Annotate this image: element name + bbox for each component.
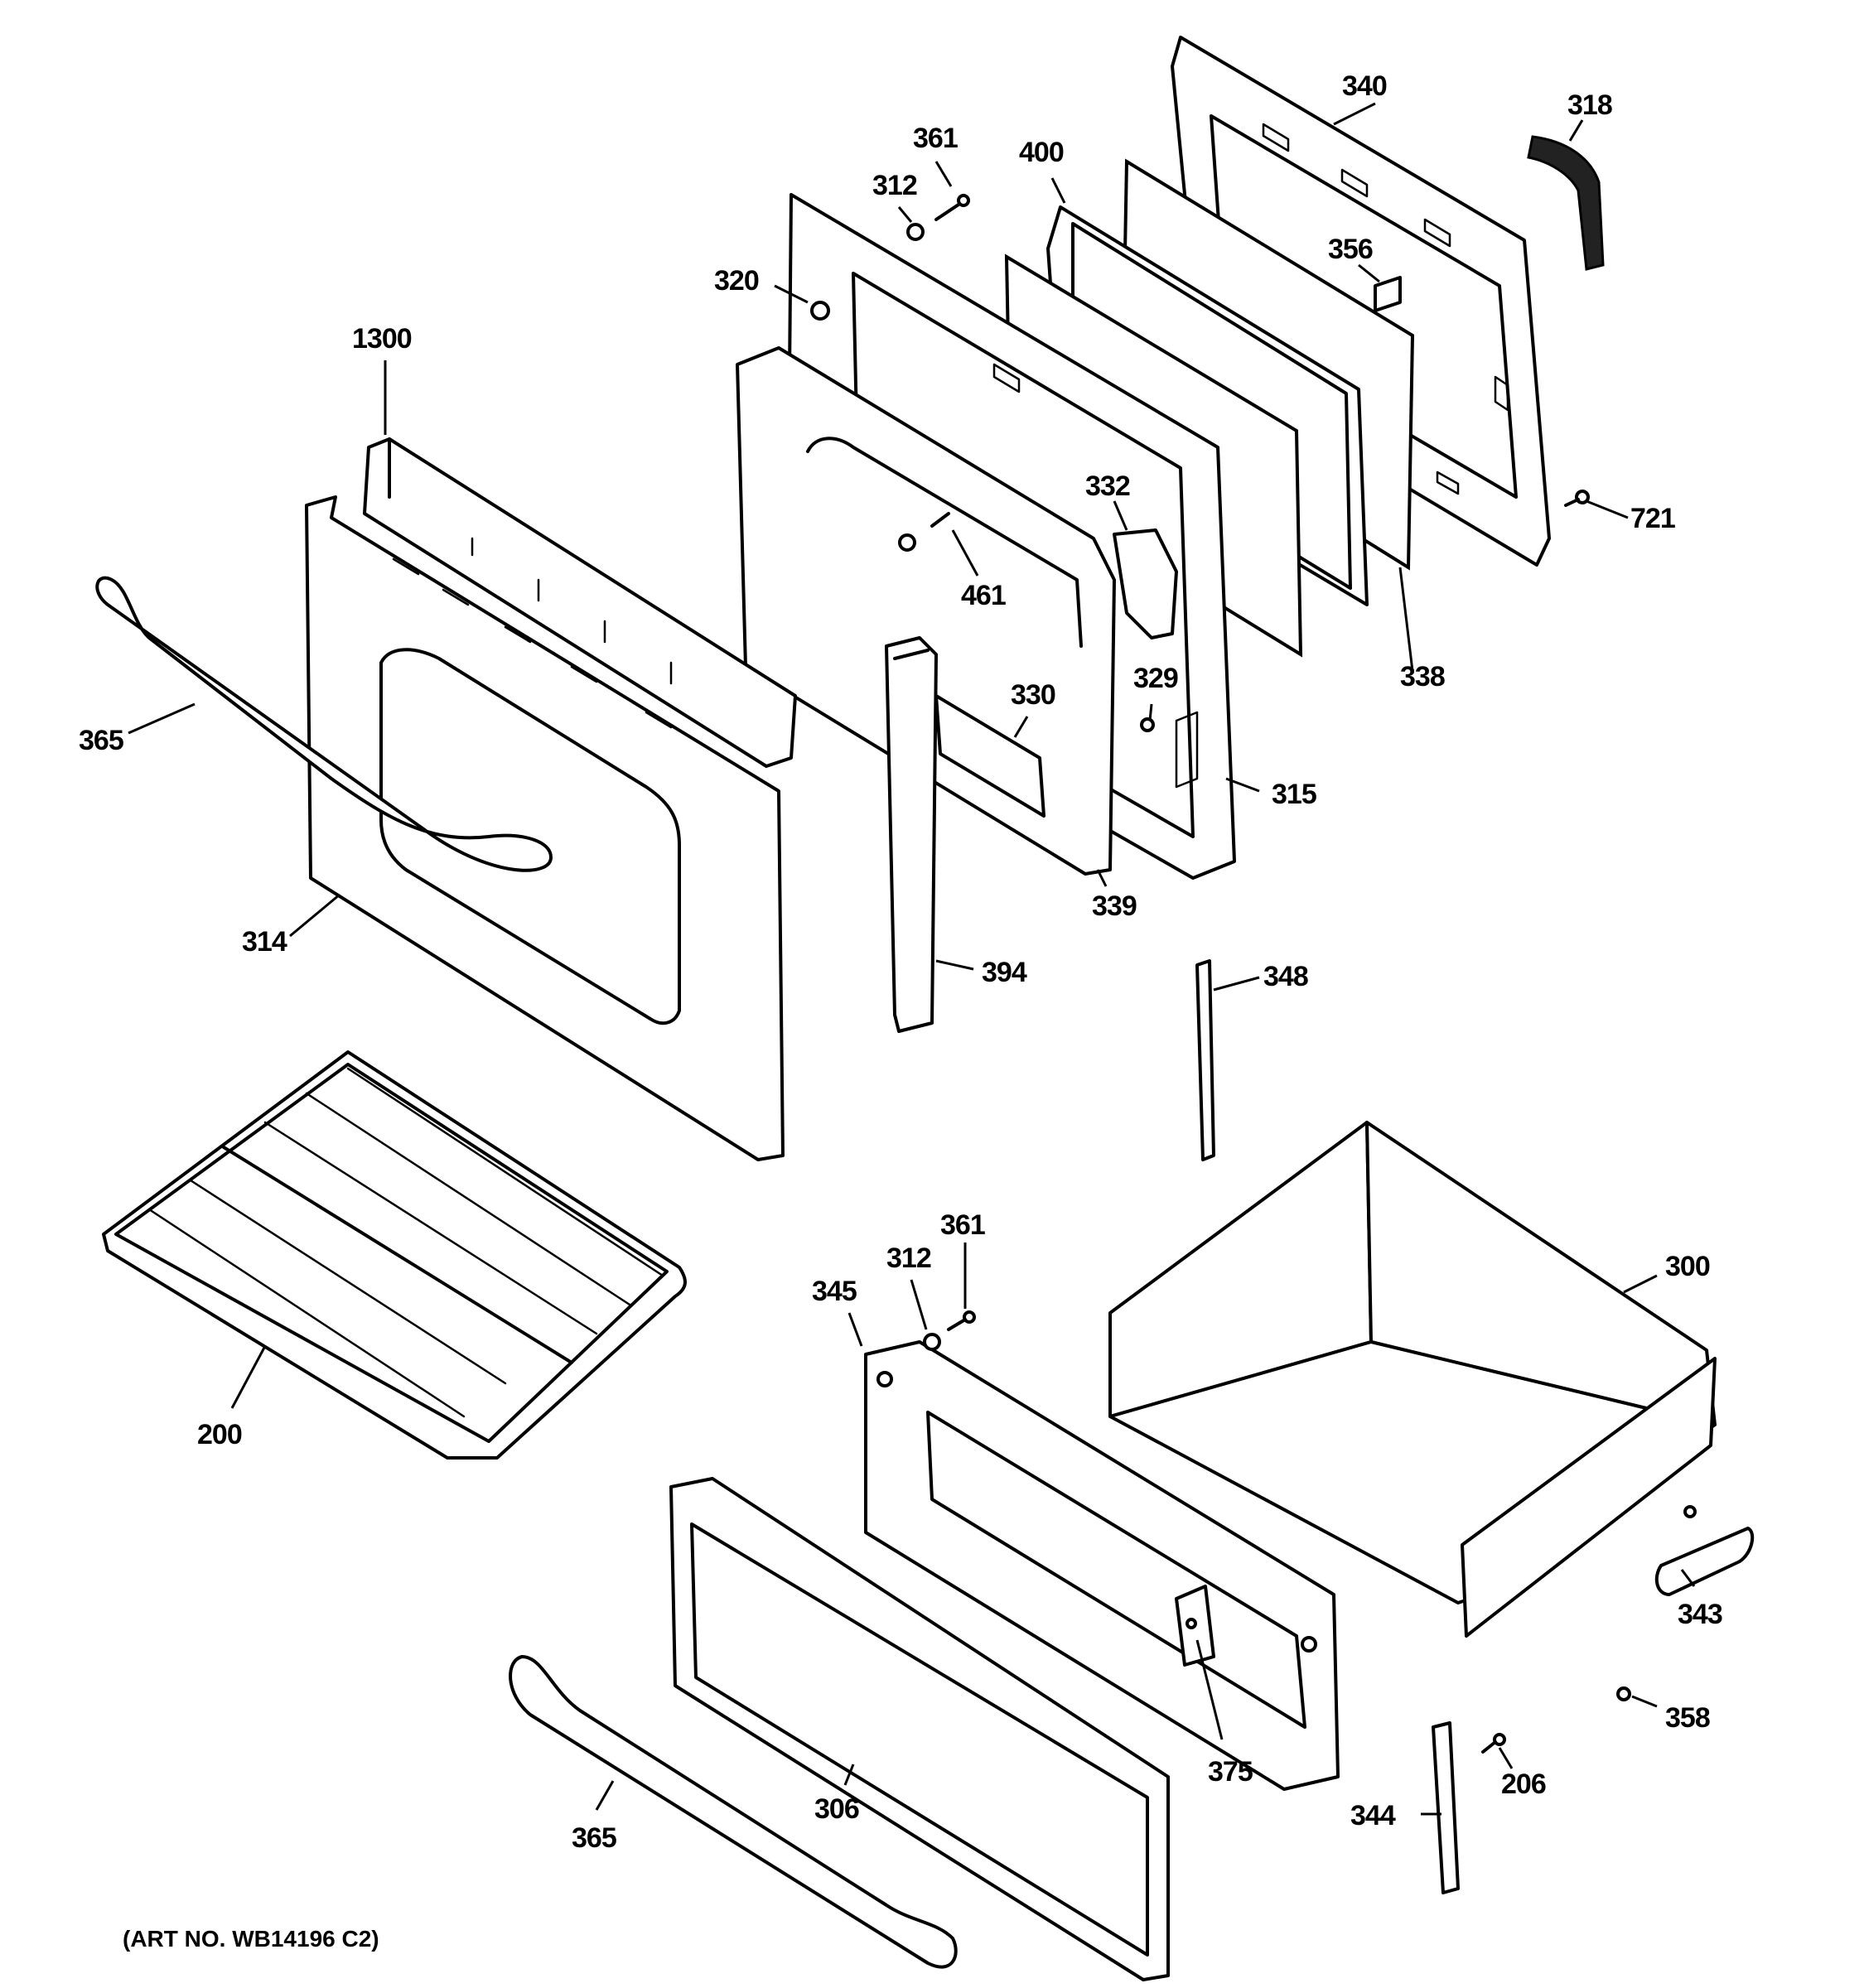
part-358-screw	[1616, 1686, 1631, 1701]
callout-721: 721	[1630, 503, 1675, 534]
callout-400: 400	[1019, 137, 1064, 168]
callout-394: 394	[982, 957, 1027, 988]
part-343-glide	[1654, 1505, 1755, 1596]
callout-345: 345	[812, 1276, 857, 1307]
callout-332: 332	[1085, 470, 1130, 502]
part-361-screw-top	[934, 194, 970, 221]
callout-344: 344	[1350, 1800, 1396, 1831]
callout-339: 339	[1092, 890, 1137, 922]
callout-365: 365	[79, 725, 123, 756]
part-1300-vent-trim	[363, 437, 797, 768]
part-345-drawer-bracket	[864, 1340, 1340, 1791]
callout-358: 358	[1665, 1702, 1710, 1734]
part-329-screw	[1140, 717, 1155, 732]
callout-315: 315	[1272, 779, 1316, 810]
callout-320: 320	[714, 265, 759, 297]
part-361-screw-lower	[947, 1310, 976, 1331]
callout-343: 343	[1678, 1599, 1722, 1630]
part-306-drawer-front	[669, 1477, 1170, 1981]
callout-206: 206	[1501, 1768, 1546, 1800]
part-348-slide	[1195, 959, 1215, 1161]
part-300-drawer	[1108, 1121, 1717, 1638]
callout-312: 312	[872, 170, 917, 201]
part-356-bracket	[1374, 276, 1402, 312]
callout-338: 338	[1400, 661, 1445, 692]
callout-312: 312	[886, 1242, 931, 1274]
part-375-bracket	[1175, 1585, 1215, 1667]
part-461-screw	[898, 512, 950, 552]
callout-200: 200	[197, 1419, 242, 1450]
callout-labels: 340 318 361 400 312 356 320 1300 332 721…	[79, 70, 1723, 1952]
callout-300: 300	[1665, 1251, 1710, 1282]
callout-361: 361	[913, 123, 958, 154]
callout-365: 365	[572, 1822, 616, 1854]
part-314-outer-door	[305, 495, 785, 1161]
part-721-screw	[1564, 490, 1590, 507]
callout-461: 461	[961, 580, 1006, 611]
callout-330: 330	[1011, 679, 1055, 711]
part-365-handle-bottom	[509, 1655, 958, 1969]
art-number: (ART NO. WB14196 C2)	[123, 1926, 379, 1952]
part-312-washer-top	[906, 223, 925, 241]
callout-318: 318	[1567, 89, 1612, 121]
callout-375: 375	[1208, 1756, 1253, 1788]
part-200-oven-rack	[102, 1050, 687, 1460]
part-320-washer	[810, 301, 830, 321]
callout-340: 340	[1342, 70, 1387, 102]
callout-329: 329	[1133, 663, 1178, 694]
callout-306: 306	[814, 1793, 859, 1825]
part-340-door-frame	[1171, 36, 1551, 567]
part-206-screw	[1481, 1733, 1506, 1754]
callout-361: 361	[940, 1209, 985, 1241]
part-339-inner-panel	[736, 346, 1116, 876]
part-394-support	[885, 636, 938, 1033]
part-365-handle-top	[95, 576, 553, 872]
callout-356: 356	[1328, 234, 1373, 265]
callout-348: 348	[1263, 961, 1308, 992]
part-344-rail	[1432, 1721, 1460, 1894]
part-312-washer-lower	[923, 1333, 941, 1351]
part-332-insulation-block	[1113, 528, 1178, 639]
callout-1300: 1300	[352, 323, 412, 355]
part-318-insulation	[1527, 135, 1605, 271]
callout-314: 314	[242, 926, 287, 958]
leader-lines	[128, 102, 1696, 1816]
